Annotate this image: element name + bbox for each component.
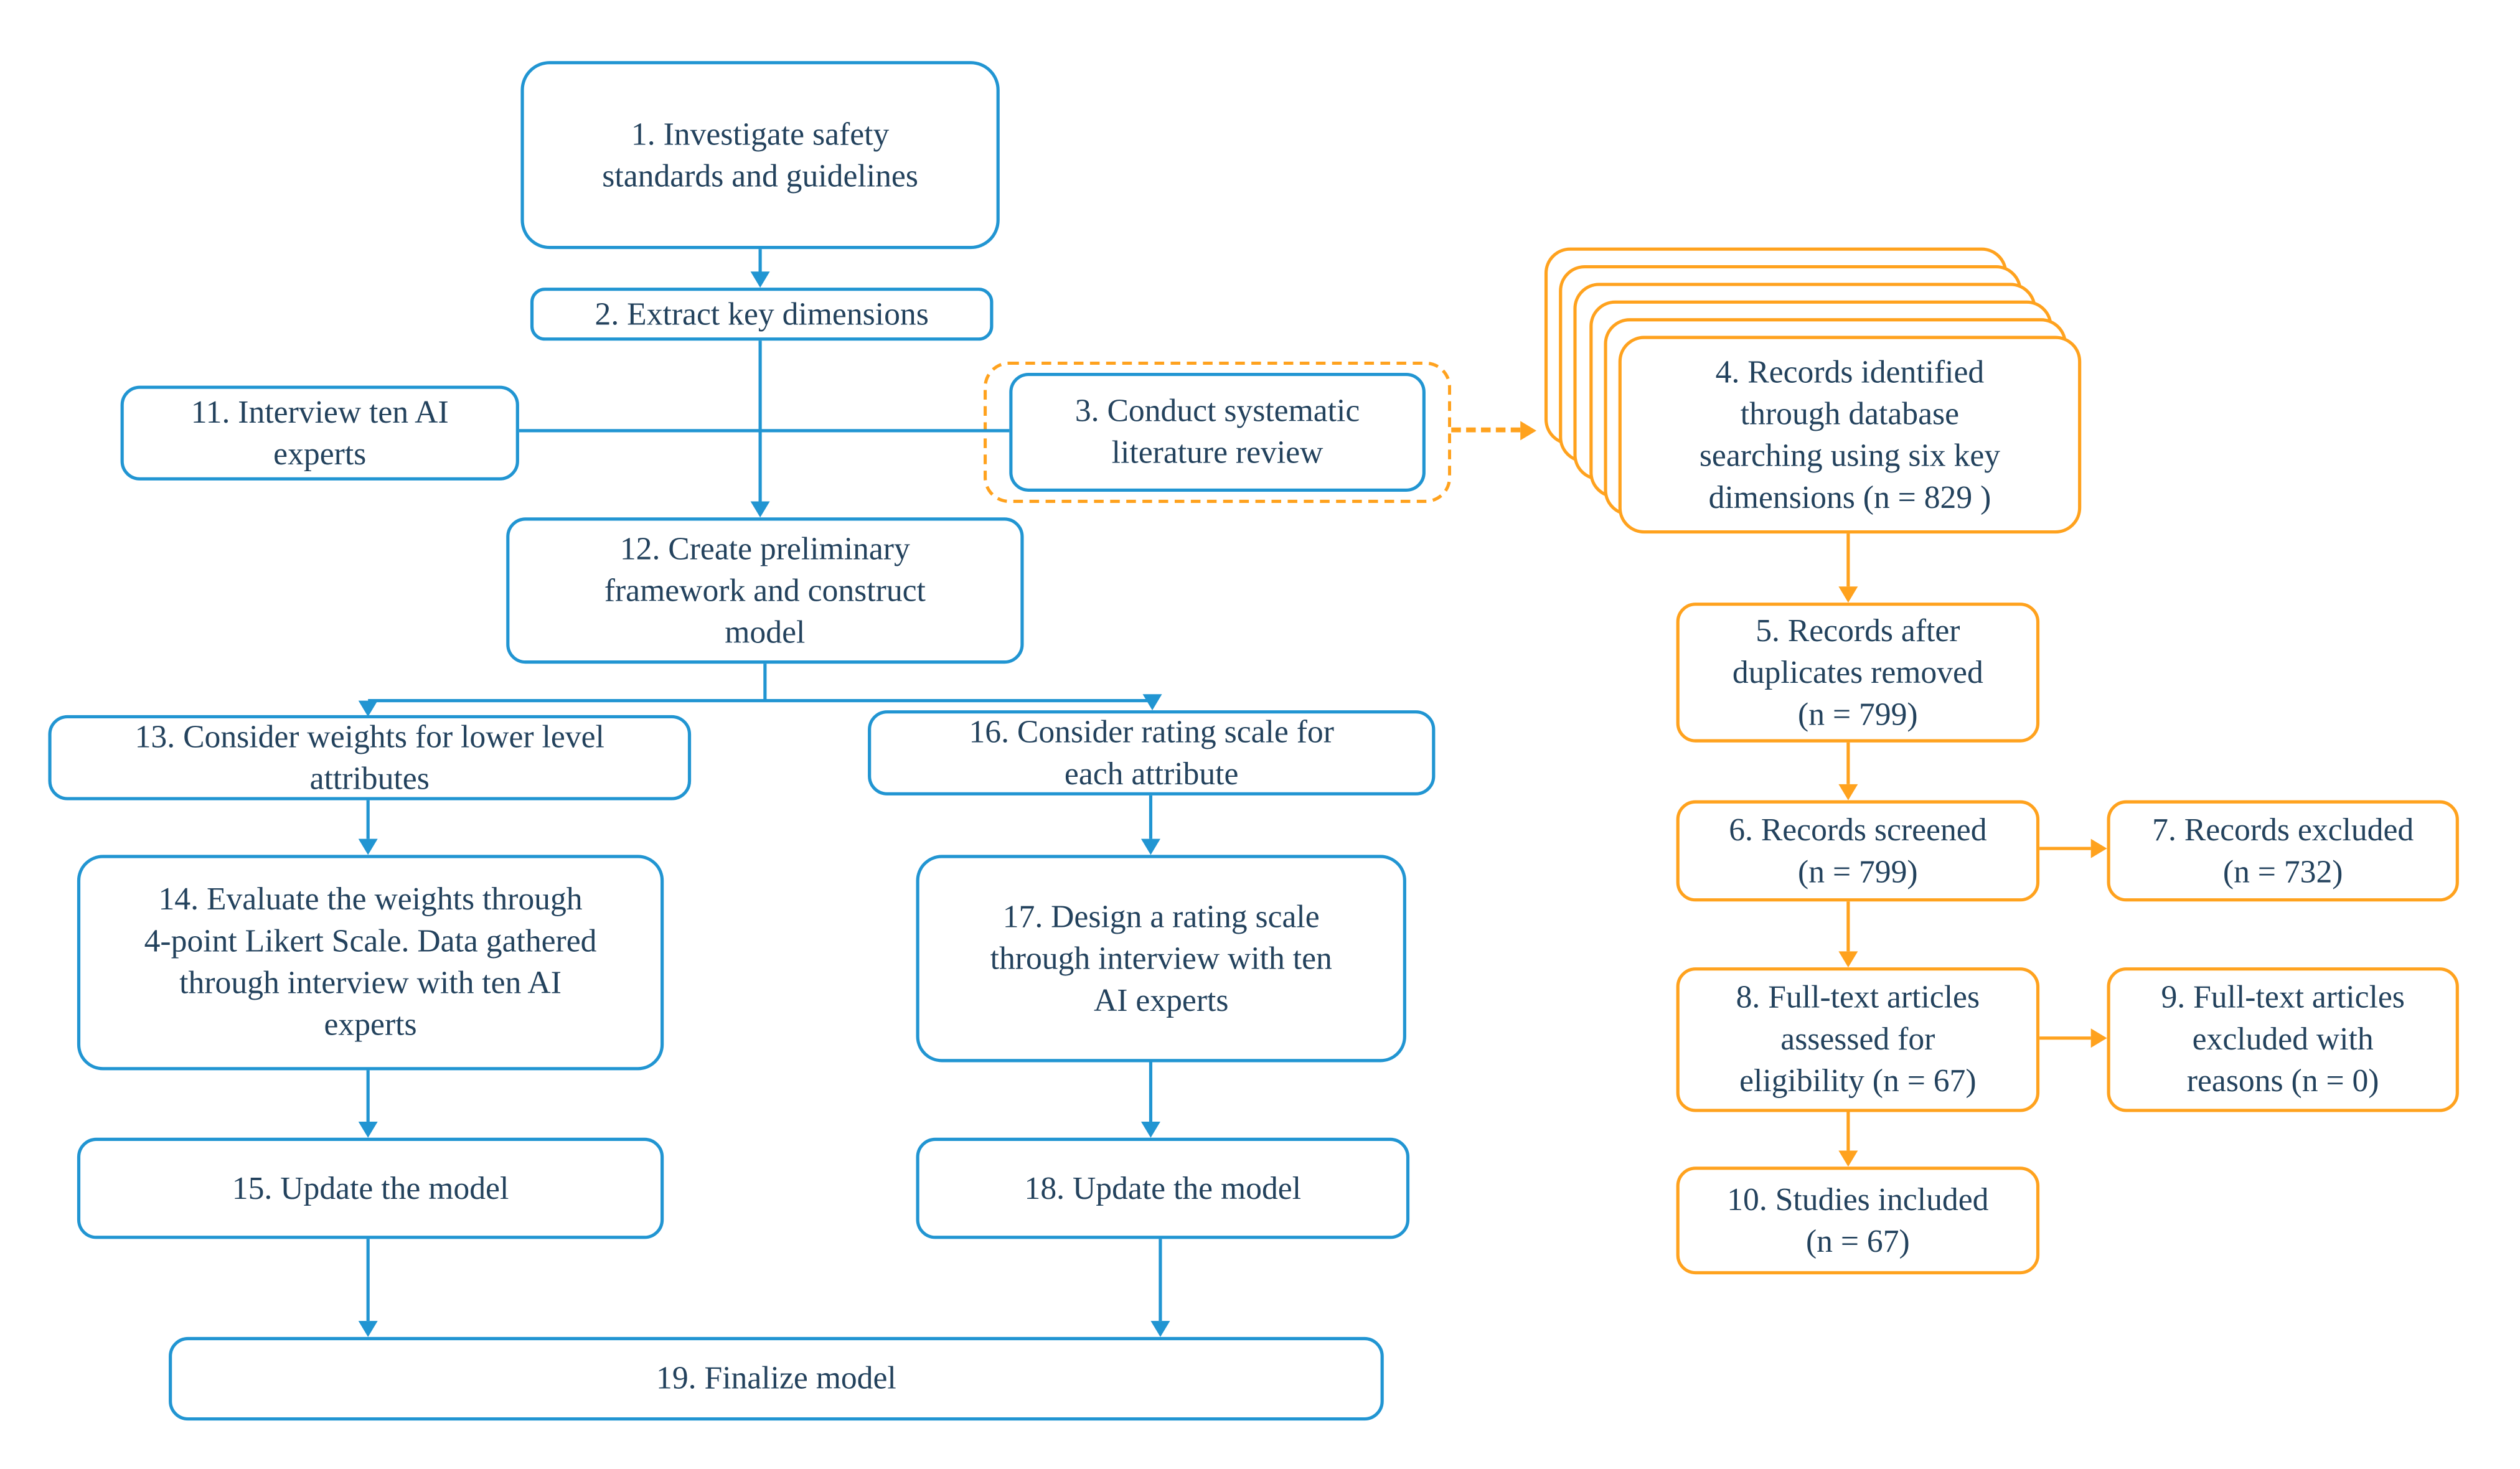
arrow-16-to-17-line	[1149, 795, 1153, 839]
arrow-3-to-4-dashed-line	[1451, 427, 1521, 433]
node-label: 11. Interview ten AI experts	[190, 394, 449, 472]
arrow-13-to-14-line	[366, 800, 370, 839]
node-11-interview-ten-ai-experts: 11. Interview ten AI experts	[120, 385, 519, 481]
arrow-12-to-16-head	[1142, 694, 1162, 711]
arrow-12-to-13-head	[358, 700, 378, 717]
node-1-investigate-safety-standards: 1. Investigate safety standards and guid…	[520, 61, 1000, 250]
arrow-16-to-17-head	[1140, 838, 1160, 855]
node-7-records-excluded: 7. Records excluded (n = 732)	[2107, 800, 2459, 902]
node-label: 19. Finalize model	[656, 1361, 896, 1397]
node-17-design-rating-scale: 17. Design a rating scale through interv…	[916, 855, 1406, 1063]
node-label: 2. Extract key dimensions	[595, 296, 929, 332]
arrow-6-to-7-line	[2039, 847, 2091, 850]
arrow-5-to-6-line	[1846, 742, 1850, 784]
node-15-update-model: 15. Update the model	[77, 1137, 664, 1239]
node-8-fulltext-assessed: 8. Full-text articles assessed for eligi…	[1676, 967, 2040, 1112]
node-label: 5. Records after duplicates removed (n =…	[1732, 612, 1983, 732]
node-label: 12. Create preliminary framework and con…	[604, 531, 926, 650]
node-2-extract-key-dimensions: 2. Extract key dimensions	[530, 288, 994, 341]
node-label: 15. Update the model	[232, 1170, 509, 1206]
arrow-6-to-7-head	[2090, 838, 2107, 858]
node-label: 17. Design a rating scale through interv…	[990, 899, 1332, 1018]
arrow-1-to-2-head	[750, 271, 770, 288]
node-label: 18. Update the model	[1024, 1170, 1302, 1206]
node-label: 16. Consider rating scale for each attri…	[969, 714, 1334, 792]
arrow-6-to-8-line	[1846, 901, 1850, 952]
node-label: 13. Consider weights for lower level att…	[134, 719, 604, 797]
node-6-records-screened: 6. Records screened (n = 799)	[1676, 800, 2040, 902]
node-label: 4. Records identified through database s…	[1699, 354, 2001, 515]
branch-12-cross-line	[368, 699, 1154, 703]
node-label: 8. Full-text articles assessed for eligi…	[1736, 980, 1980, 1099]
node-label: 1. Investigate safety standards and guid…	[602, 116, 918, 194]
node-label: 10. Studies included (n = 67)	[1727, 1181, 1989, 1259]
node-5-records-after-duplicates: 5. Records after duplicates removed (n =…	[1676, 603, 2040, 743]
arrow-1-to-2-line	[758, 249, 762, 275]
node-10-studies-included: 10. Studies included (n = 67)	[1676, 1166, 2040, 1275]
arrow-15-to-19-head	[358, 1321, 378, 1337]
node-4-records-identified: 4. Records identified through database s…	[1618, 336, 2082, 534]
arrow-8-to-9-head	[2090, 1028, 2107, 1048]
arrow-3-to-4-head	[1520, 421, 1537, 441]
arrow-17-to-18-head	[1140, 1121, 1160, 1138]
node-3-conduct-systematic-literature-review: 3. Conduct systematic literature review	[1009, 372, 1426, 492]
connector-11-to-3-line	[519, 429, 1010, 433]
arrow-6-to-8-head	[1838, 951, 1858, 968]
arrow-13-to-14-head	[358, 838, 378, 855]
arrow-5-to-6-head	[1838, 784, 1858, 800]
arrow-15-to-19-line	[366, 1239, 370, 1321]
arrow-8-to-9-line	[2039, 1036, 2091, 1040]
node-label: 9. Full-text articles excluded with reas…	[2161, 980, 2405, 1099]
arrow-14-to-15-line	[366, 1070, 370, 1122]
node-14-evaluate-weights: 14. Evaluate the weights through 4-point…	[77, 855, 664, 1071]
arrow-2-to-12-line	[758, 340, 762, 504]
arrow-14-to-15-head	[358, 1121, 378, 1138]
arrow-18-to-19-head	[1150, 1321, 1170, 1337]
node-label: 14. Evaluate the weights through 4-point…	[144, 882, 597, 1043]
node-label: 3. Conduct systematic literature review	[1074, 393, 1360, 471]
node-label: 6. Records screened (n = 799)	[1729, 812, 1987, 889]
node-12-create-preliminary-framework: 12. Create preliminary framework and con…	[506, 517, 1024, 664]
branch-12-stem-line	[763, 664, 767, 701]
arrow-8-to-10-head	[1838, 1150, 1858, 1167]
arrow-8-to-10-line	[1846, 1112, 1850, 1151]
node-3-dashed-frame: 3. Conduct systematic literature review	[983, 361, 1452, 504]
node-16-consider-rating-scale: 16. Consider rating scale for each attri…	[868, 710, 1436, 796]
node-19-finalize-model: 19. Finalize model	[169, 1336, 1384, 1421]
arrow-17-to-18-line	[1149, 1062, 1153, 1122]
arrow-4-to-5-line	[1846, 533, 1850, 587]
arrow-2-to-12-head	[750, 501, 770, 518]
node-9-fulltext-excluded: 9. Full-text articles excluded with reas…	[2107, 967, 2459, 1112]
node-label: 7. Records excluded (n = 732)	[2152, 812, 2414, 889]
node-13-consider-weights: 13. Consider weights for lower level att…	[48, 715, 692, 800]
node-4-records-identified-stack: 4. Records identified through database s…	[1544, 247, 2082, 534]
node-18-update-model: 18. Update the model	[916, 1137, 1410, 1239]
arrow-18-to-19-line	[1159, 1239, 1162, 1321]
arrow-4-to-5-head	[1838, 586, 1858, 603]
